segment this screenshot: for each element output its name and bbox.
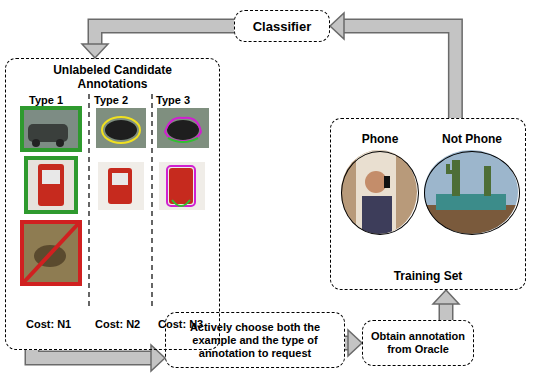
process-box: Obtain annotation from Oracle: [362, 320, 474, 366]
photo-segmented-phone: [157, 108, 209, 148]
node-text: Phone: [332, 132, 428, 146]
node-text: Not Phone: [415, 132, 529, 146]
node-text: Obtain annotation from Oracle: [369, 330, 467, 356]
block-arrow: [433, 290, 459, 320]
photo-car-phone: [22, 108, 80, 150]
photo-red-phone: [98, 162, 144, 210]
column-divider: [151, 94, 152, 308]
cost-label: Cost: N3: [158, 318, 203, 330]
column-heading: Type 1: [29, 94, 63, 106]
cost-label: Cost: N1: [26, 318, 71, 330]
block-arrow: [32, 345, 165, 371]
class-circle: Not Phone: [424, 151, 520, 235]
node-text: Unlabeled Candidate Annotations: [36, 63, 189, 91]
classifier-box: Classifier: [234, 10, 330, 42]
block-arrow: [330, 13, 455, 118]
photo-segmented-red-phone: [159, 162, 205, 210]
column-divider: [88, 94, 89, 308]
photo-red-phone: [26, 158, 76, 212]
column-heading: Type 2: [94, 94, 128, 106]
cost-label: Cost: N2: [95, 318, 140, 330]
photo-desk-cactus: [423, 150, 519, 234]
photo-outlined-phone: [96, 108, 146, 148]
class-circle: Phone: [341, 151, 419, 235]
photo-man-phone: [340, 150, 418, 234]
block-arrow: [82, 26, 234, 58]
node-text: Training Set: [331, 269, 525, 283]
training-set-box: Training SetPhoneNot Phone: [330, 118, 526, 290]
node-text: Classifier: [253, 19, 312, 34]
block-arrow: [345, 330, 362, 356]
column-heading: Type 3: [156, 94, 190, 106]
photo-rejected: [22, 222, 80, 284]
